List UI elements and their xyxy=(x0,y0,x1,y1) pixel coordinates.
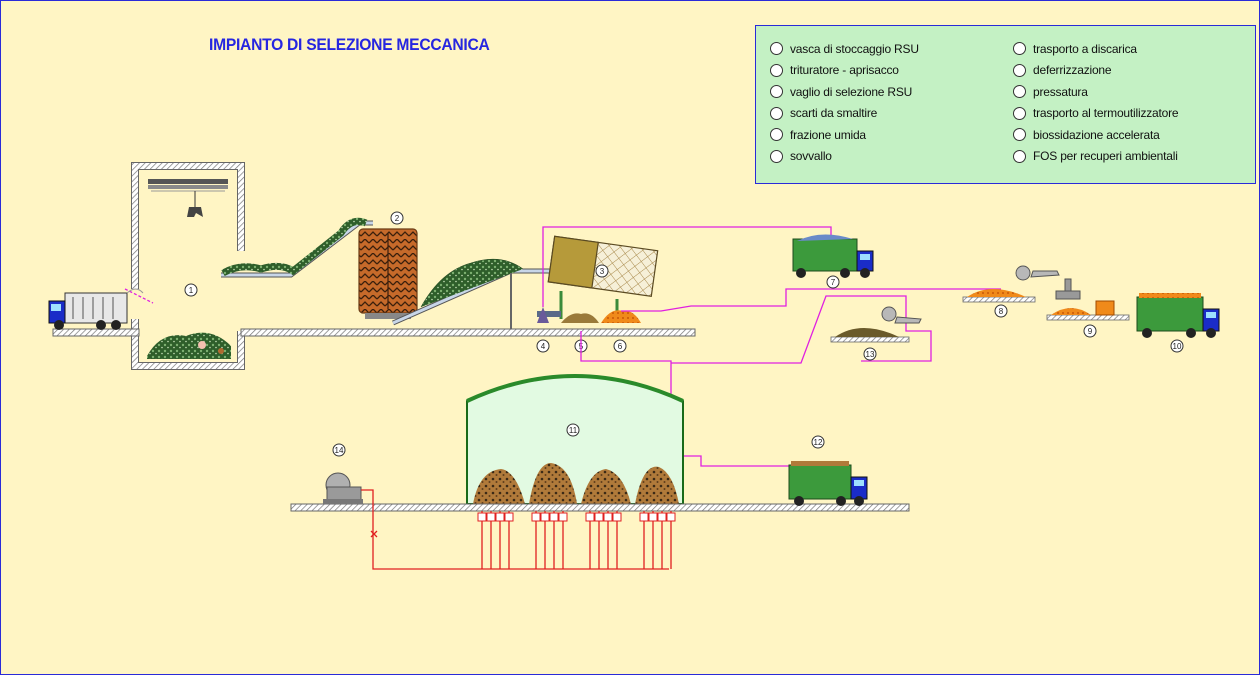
deferrization-unit xyxy=(962,265,1060,303)
svg-text:1: 1 xyxy=(189,286,194,295)
legend-number-9-icon xyxy=(1013,85,1026,99)
svg-text:7: 7 xyxy=(831,278,836,287)
diagram-title: IMPIANTO DI SELEZIONE MECCANICA xyxy=(209,35,490,54)
legend-item-1: vasca di stoccaggio RSU xyxy=(770,38,919,60)
air-blower-icon xyxy=(323,472,363,504)
legend-number-2-icon xyxy=(770,63,783,77)
marker-8: 8 xyxy=(994,304,1008,318)
legend-number-12-icon xyxy=(1013,149,1026,163)
marker-7: 7 xyxy=(826,275,840,289)
legend-item-12: FOS per recuperi ambientali xyxy=(1013,146,1178,168)
air-distribution-pipes xyxy=(361,489,672,570)
flow-lines-magenta xyxy=(542,226,1001,467)
legend-label-9: pressatura xyxy=(1033,84,1088,99)
fos-truck xyxy=(788,461,868,506)
svg-text:6: 6 xyxy=(618,342,623,351)
legend-item-2: trituratore - aprisacco xyxy=(770,60,919,82)
legend-label-1: vasca di stoccaggio RSU xyxy=(790,41,919,56)
conveyor-1 xyxy=(221,217,373,278)
screening-drum xyxy=(537,235,659,319)
marker-12: 12 xyxy=(811,435,825,449)
legend-item-11: biossidazione accelerata xyxy=(1013,124,1178,146)
marker-10: 10 xyxy=(1170,339,1184,353)
legend-item-10: trasporto al termoutilizzatore xyxy=(1013,103,1179,125)
legend-item-8: deferrizzazione xyxy=(1013,60,1178,82)
collection-truck xyxy=(48,288,154,330)
legend-label-12: FOS per recuperi ambientali xyxy=(1033,149,1178,164)
marker-6: 6 xyxy=(613,339,627,353)
legend-item-3: vaglio di selezione RSU xyxy=(770,81,919,103)
storage-pit xyxy=(131,162,245,370)
press-unit xyxy=(1046,278,1130,321)
legend-number-4-icon xyxy=(770,106,783,120)
legend-label-4: scarti da smaltire xyxy=(790,106,878,121)
legend-number-10-icon xyxy=(1013,106,1026,120)
legend-label-3: vaglio di selezione RSU xyxy=(790,84,913,99)
biooxidation-hall xyxy=(466,374,684,505)
legend-label-11: biossidazione accelerata xyxy=(1033,127,1160,142)
legend-label-10: trasporto al termoutilizzatore xyxy=(1033,106,1179,121)
marker-1: 1 xyxy=(184,283,198,297)
marker-9: 9 xyxy=(1083,324,1097,338)
legend-item-6: sovvallo xyxy=(770,146,919,168)
legend-item-5: frazione umida xyxy=(770,124,919,146)
svg-text:8: 8 xyxy=(999,307,1004,316)
marker-11: 11 xyxy=(566,423,580,437)
legend-label-6: sovvallo xyxy=(790,149,832,164)
legend-number-11-icon xyxy=(1013,128,1026,142)
legend-column-right: trasporto a discarica deferrizzazione pr… xyxy=(1013,38,1179,168)
svg-text:2: 2 xyxy=(395,214,400,223)
legend-number-3-icon xyxy=(770,85,783,99)
legend-number-7-icon xyxy=(1013,42,1026,56)
marker-13: 13 xyxy=(863,347,877,361)
legend-label-5: frazione umida xyxy=(790,127,866,142)
legend-label-8: deferrizzazione xyxy=(1033,63,1112,78)
svg-text:14: 14 xyxy=(335,446,344,455)
legend-label-2: trituratore - aprisacco xyxy=(790,63,899,78)
svg-text:10: 10 xyxy=(1173,342,1182,351)
legend-number-6-icon xyxy=(770,149,783,163)
svg-text:11: 11 xyxy=(569,426,578,435)
legend-number-1-icon xyxy=(770,42,783,56)
svg-text:9: 9 xyxy=(1088,327,1093,336)
marker-4: 4 xyxy=(536,339,550,353)
legend-number-8-icon xyxy=(1013,63,1026,77)
legend-item-7: trasporto a discarica xyxy=(1013,38,1178,60)
wet-fraction-pile xyxy=(830,306,922,343)
legend-item-4: scarti da smaltire xyxy=(770,103,919,125)
legend-label-7: trasporto a discarica xyxy=(1033,41,1137,56)
marker-14: 14 xyxy=(332,443,346,457)
landfill-truck xyxy=(792,234,874,278)
shredder xyxy=(358,228,418,319)
waste-to-energy-truck xyxy=(1136,293,1220,338)
pipe-fittings xyxy=(477,512,676,522)
legend-box: vasca di stoccaggio RSU trituratore - ap… xyxy=(755,25,1256,184)
conveyor-2 xyxy=(391,258,553,329)
svg-text:12: 12 xyxy=(814,438,823,447)
marker-3: 3 xyxy=(595,264,609,278)
legend-column-left: vasca di stoccaggio RSU trituratore - ap… xyxy=(770,38,919,167)
svg-text:3: 3 xyxy=(600,267,605,276)
marker-2: 2 xyxy=(390,211,404,225)
svg-text:13: 13 xyxy=(866,350,875,359)
svg-text:4: 4 xyxy=(541,342,546,351)
legend-number-5-icon xyxy=(770,128,783,142)
legend-item-9: pressatura xyxy=(1013,81,1178,103)
